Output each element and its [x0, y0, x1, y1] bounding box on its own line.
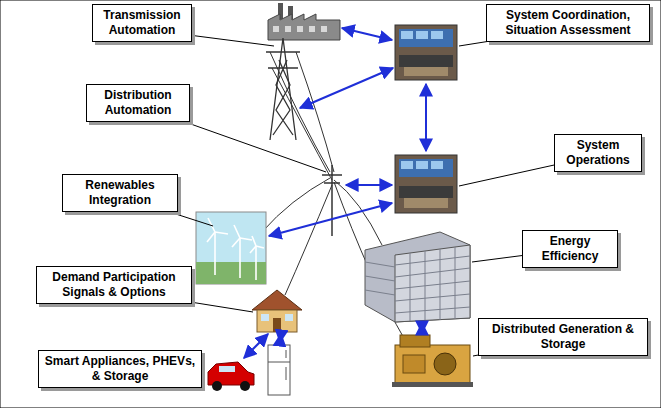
callout-label: Smart Appliances, PHEVs, & Storage [43, 354, 197, 384]
generator-icon [392, 335, 473, 387]
callout-box: System Operations [554, 134, 642, 172]
callout-label: Distributed Generation & Storage [483, 322, 643, 352]
callout-box: Distributed Generation & Storage [478, 318, 648, 356]
phev-car-icon [208, 362, 254, 391]
callout-box: Renewables Integration [62, 174, 178, 212]
power-plant-icon [268, 3, 340, 40]
callout-box: System Coordination, Situation Assessmen… [486, 4, 650, 42]
callout-label: Renewables Integration [67, 178, 173, 208]
control-room-photo [395, 25, 457, 80]
callout-box: Transmission Automation [92, 4, 192, 42]
callout-label: System Operations [559, 138, 637, 168]
callout-label: System Coordination, Situation Assessmen… [491, 8, 645, 38]
transmission-tower [266, 38, 300, 140]
callout-label: Demand Participation Signals & Options [41, 270, 187, 300]
callout-label: Transmission Automation [97, 8, 187, 38]
callout-box: Smart Appliances, PHEVs, & Storage [38, 350, 202, 388]
callout-box: Energy Efficiency [522, 230, 618, 268]
smart-appliance-icon [268, 345, 290, 395]
callout-box: Distribution Automation [86, 84, 190, 122]
wind-farm-picture [196, 212, 266, 284]
distribution-pole [322, 165, 342, 236]
callout-box: Demand Participation Signals & Options [36, 266, 192, 304]
callout-label: Energy Efficiency [527, 234, 613, 264]
callout-label: Distribution Automation [91, 88, 185, 118]
control-room-photo [395, 155, 457, 213]
office-building-icon [365, 232, 470, 322]
house-icon [252, 290, 302, 332]
communication-arrows [244, 28, 426, 358]
